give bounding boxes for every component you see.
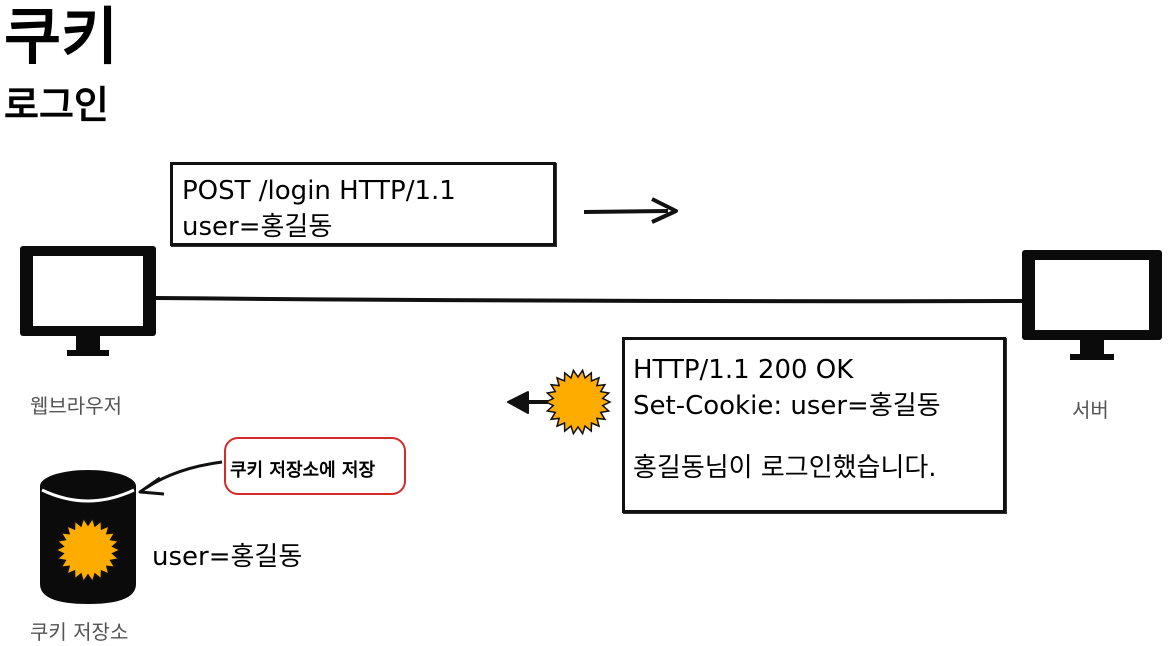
response-blank-line [633, 424, 1003, 450]
request-arrow-icon [583, 197, 678, 224]
page-subtitle: 로그인 [4, 83, 109, 127]
cookie-icon-stored [54, 516, 122, 584]
response-arrow-icon [507, 391, 548, 414]
response-message-box: HTTP/1.1 200 OK Set-Cookie: user=홍길동 홍길동… [622, 337, 1006, 513]
request-message-box: POST /login HTTP/1.1 user=홍길동 [170, 162, 556, 246]
cookie-icon-response [544, 368, 612, 436]
response-status-line: HTTP/1.1 200 OK [633, 355, 854, 385]
server-label: 서버 [1072, 398, 1109, 422]
browser-label: 웹브라우저 [30, 394, 122, 418]
server-monitor-icon [1022, 250, 1162, 360]
request-line: POST /login HTTP/1.1 [182, 176, 456, 206]
request-body: user=홍길동 [182, 212, 333, 242]
connection-line [155, 296, 1025, 304]
browser-monitor-icon [20, 246, 156, 356]
cookie-storage-label: 쿠키 저장소 [30, 620, 129, 644]
storage-action-callout: 쿠키 저장소에 저장 [224, 437, 406, 495]
page-title: 쿠키 [4, 0, 119, 73]
storage-arrow-icon [138, 460, 223, 496]
response-set-cookie-header: Set-Cookie: user=홍길동 [633, 391, 941, 421]
stored-cookie-value: user=홍길동 [152, 542, 303, 572]
response-body: 홍길동님이 로그인했습니다. [633, 453, 937, 483]
